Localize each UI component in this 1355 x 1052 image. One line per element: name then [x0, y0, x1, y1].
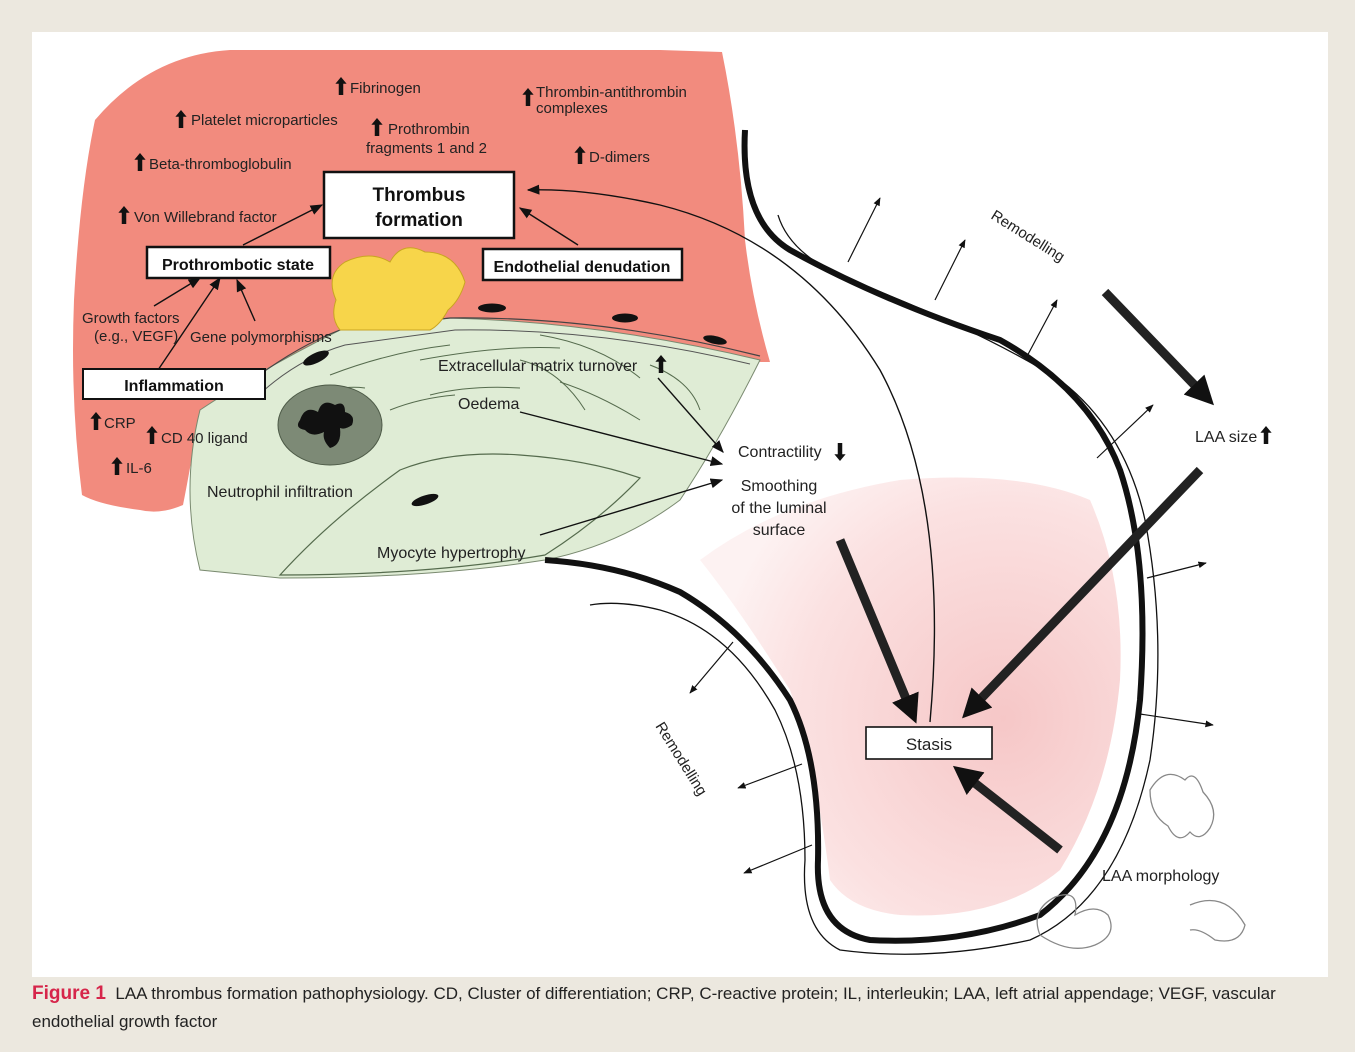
- pathophysiology-diagram: Fibrinogen Thrombin-antithrombin complex…: [73, 50, 1272, 955]
- myocyte: [278, 453, 642, 576]
- box-inflammation-label: Inflammation: [124, 378, 224, 395]
- label-thrombin-antithrombin-2: complexes: [536, 100, 608, 117]
- label-ecm-turnover: Extracellular matrix turnover: [438, 358, 638, 375]
- label-oedema: Oedema: [458, 396, 519, 413]
- label-d-dimers: D-dimers: [589, 149, 650, 166]
- label-remodelling-top: Remodelling: [988, 207, 1068, 266]
- endothelial-nucleus: [612, 313, 638, 323]
- label-beta-thromboglobulin: Beta-thromboglobulin: [149, 156, 292, 173]
- figure-panel: Fibrinogen Thrombin-antithrombin complex…: [32, 32, 1328, 977]
- increase-icon: [1260, 426, 1272, 444]
- label-remodelling-bottom: Remodelling: [652, 719, 711, 799]
- caption-text: LAA thrombus formation pathophysiology. …: [32, 984, 1276, 1031]
- remodelling-arrows: [689, 197, 1214, 874]
- box-prothrombotic-state-label: Prothrombotic state: [162, 257, 314, 274]
- decrease-icon: [834, 443, 846, 461]
- laa-morphology-shapes: [1036, 773, 1246, 949]
- label-contractility: Contractility: [738, 444, 822, 461]
- wall-fibers: [319, 334, 701, 421]
- label-il6: IL-6: [126, 460, 152, 477]
- label-gene-polymorphisms: Gene polymorphisms: [190, 329, 332, 346]
- figure-caption: Figure 1 LAA thrombus formation pathophy…: [32, 980, 1328, 1036]
- label-smoothing: Smoothing: [741, 478, 818, 495]
- box-thrombus-formation-line2: formation: [375, 210, 463, 231]
- laa-wall-outer: [544, 129, 1146, 944]
- thick-arrows: [835, 288, 1214, 854]
- box-inflammation: Inflammation: [82, 368, 266, 400]
- box-endothelial-denudation: Endothelial denudation: [481, 247, 684, 282]
- label-neutrophil-infiltration: Neutrophil infiltration: [207, 484, 353, 501]
- label-growth-factors: Growth factors: [82, 310, 180, 327]
- box-prothrombotic-state: Prothrombotic state: [145, 245, 332, 280]
- thrombus-plaque: [331, 247, 466, 331]
- box-stasis-label: Stasis: [906, 735, 952, 754]
- label-prothrombin: Prothrombin: [388, 121, 470, 138]
- biomarker-labels: Fibrinogen Thrombin-antithrombin complex…: [82, 80, 687, 477]
- label-fibrinogen: Fibrinogen: [350, 80, 421, 97]
- label-platelet-microparticles: Platelet microparticles: [191, 112, 338, 129]
- label-prothrombin-2: fragments 1 and 2: [366, 140, 487, 157]
- pathway-arrows: [153, 184, 936, 723]
- label-von-willebrand: Von Willebrand factor: [134, 209, 277, 226]
- box-thrombus-formation-line1: Thrombus: [373, 185, 466, 206]
- box-endothelial-denudation-label: Endothelial denudation: [494, 259, 671, 276]
- wall-labels: Extracellular matrix turnover Oedema Neu…: [207, 358, 638, 562]
- label-smoothing-3: surface: [753, 522, 806, 539]
- label-laa-size: LAA size: [1195, 429, 1257, 446]
- laa-wall-inner: [589, 214, 1159, 955]
- caption-label: Figure 1: [32, 983, 106, 1004]
- label-myocyte-hypertrophy: Myocyte hypertrophy: [377, 545, 526, 562]
- endothelial-nucleus: [303, 350, 329, 366]
- label-smoothing-2: of the luminal: [731, 500, 826, 517]
- label-crp: CRP: [104, 415, 136, 432]
- box-stasis: Stasis: [865, 726, 993, 760]
- neutrophil-nucleus: [297, 402, 354, 448]
- box-thrombus-formation: Thrombus formation: [322, 170, 516, 240]
- label-thrombin-antithrombin: Thrombin-antithrombin: [536, 84, 687, 101]
- label-cd40-ligand: CD 40 ligand: [161, 430, 248, 447]
- endothelium: [254, 317, 761, 379]
- label-laa-morphology: LAA morphology: [1102, 868, 1219, 885]
- endothelial-nucleus: [703, 335, 727, 345]
- myocyte-nucleus: [411, 493, 439, 507]
- label-growth-factors-2: (e.g., VEGF): [94, 328, 178, 345]
- endothelial-nucleus: [478, 303, 506, 313]
